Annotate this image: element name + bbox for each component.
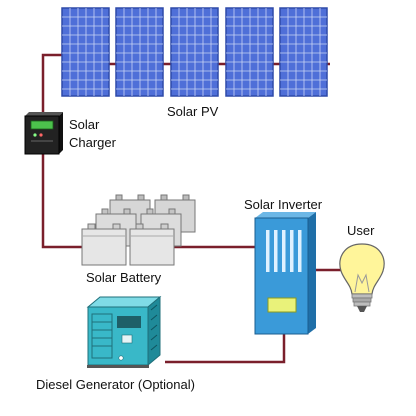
solar-panel-icon [279, 7, 328, 97]
solar-charger-label-line1: Solar [69, 117, 100, 132]
diesel-generator-icon [86, 295, 162, 368]
solar-battery-label: Solar Battery [86, 270, 162, 285]
solar-charger-label-line2: Charger [69, 135, 116, 150]
user-label: User [347, 223, 375, 238]
wire-generator-to-inverter [165, 333, 286, 364]
solar-inverter-label: Solar Inverter [244, 197, 323, 212]
battery-bank-icon [81, 194, 196, 266]
light-bulb-icon [339, 243, 385, 312]
solar-panel-icon [170, 7, 219, 97]
solar-panel-icon [225, 7, 274, 97]
wire-pv-to-charger [41, 53, 62, 117]
diesel-generator-label: Diesel Generator (Optional) [36, 377, 195, 392]
solar-panel-icon [61, 7, 110, 97]
inverter-icon [254, 212, 316, 335]
solar-pv-label: Solar PV [167, 104, 219, 119]
solar-panel-icon [115, 7, 164, 97]
solar-panel-array [61, 7, 328, 97]
wire-charger-to-battery [41, 153, 82, 249]
charge-controller-icon [24, 112, 63, 155]
